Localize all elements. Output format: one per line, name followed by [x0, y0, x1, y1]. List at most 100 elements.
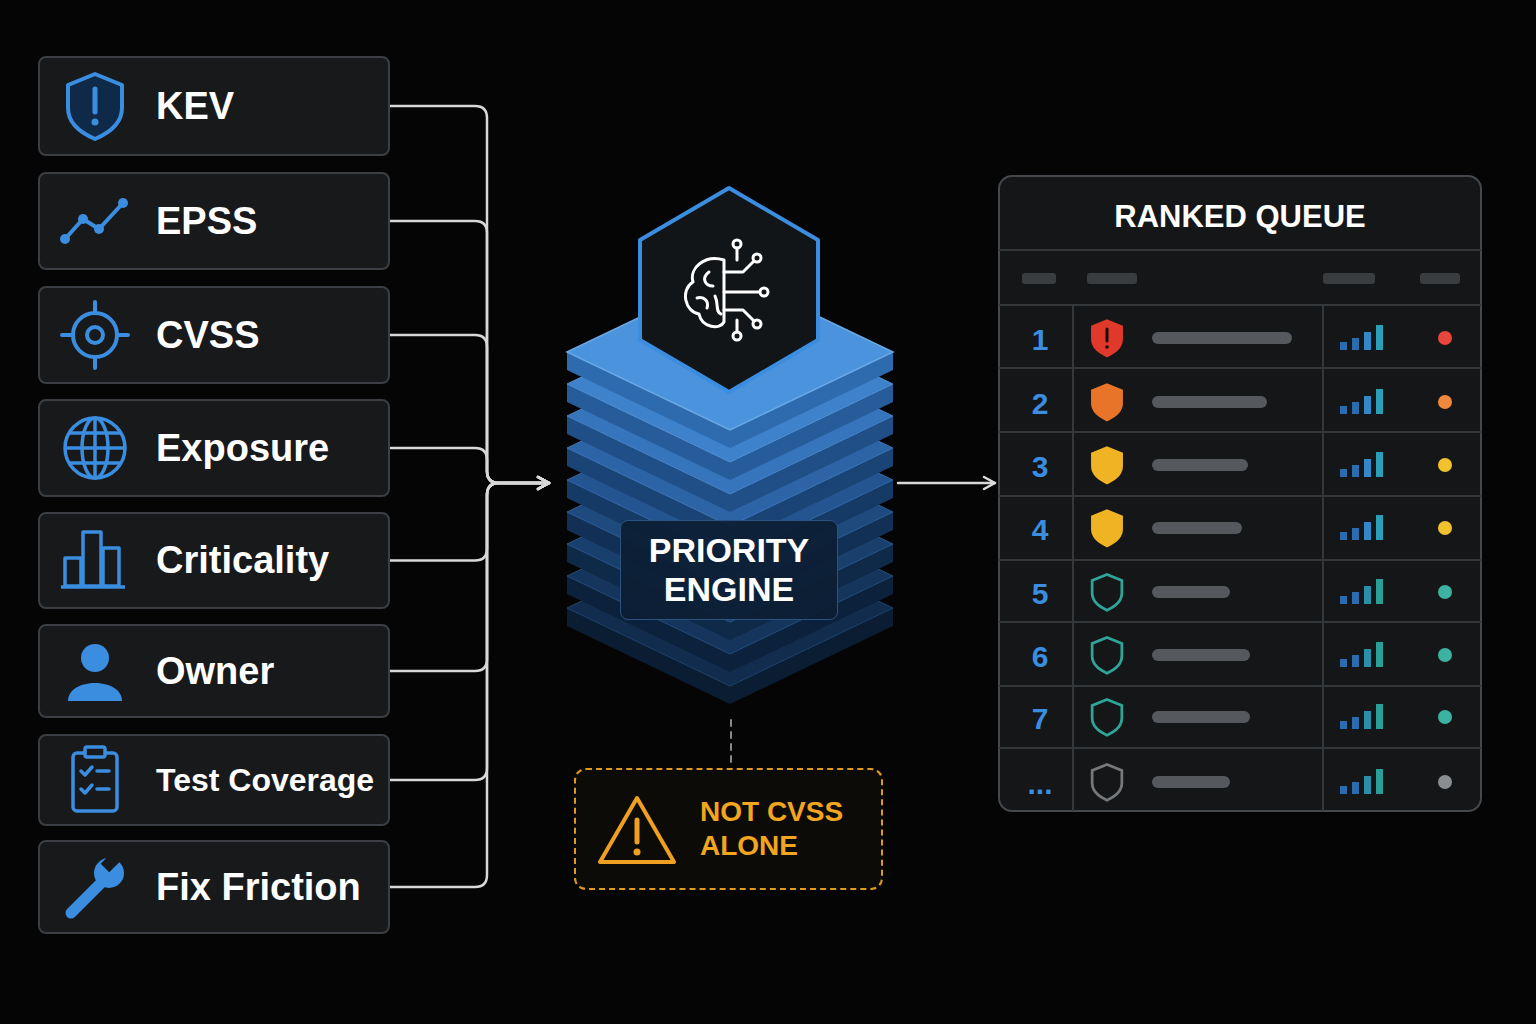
signal-bar [1352, 655, 1359, 667]
person-head [81, 644, 109, 672]
circuit-node [753, 254, 761, 262]
ranked-queue-table: RANKED QUEUE1234567... [998, 175, 1482, 812]
rank-number: 1 [1000, 322, 1080, 358]
severity-shield [1092, 637, 1122, 673]
bar-chart-icon [61, 532, 125, 587]
signal-bar [1352, 402, 1359, 414]
input-label: KEV [156, 58, 234, 154]
flow-connector [390, 483, 549, 561]
signal-bar [1340, 596, 1347, 604]
signal-bar [1340, 469, 1347, 477]
signal-bar [1376, 515, 1383, 540]
brain-circuit-icon [685, 240, 768, 340]
ai-hexagon [640, 188, 818, 392]
input-label: Owner [156, 626, 274, 716]
input-box: Fix Friction [38, 840, 390, 934]
rank-number: 5 [1000, 576, 1080, 612]
trend-dot [94, 224, 104, 234]
severity-shield [1092, 764, 1122, 800]
signal-bar [1376, 704, 1383, 729]
rank-number: ... [1000, 766, 1080, 802]
circuit-trace [736, 320, 739, 332]
signal-bar [1376, 579, 1383, 604]
input-label: Fix Friction [156, 842, 361, 932]
severity-alert [1106, 329, 1109, 341]
alert-dot [92, 119, 99, 126]
hexagon-outline [640, 188, 818, 392]
rank-number: 6 [1000, 639, 1080, 675]
flow-connector [390, 221, 549, 483]
input-box: Criticality [38, 512, 390, 609]
status-dot [1438, 331, 1452, 345]
circuit-trace [736, 248, 739, 260]
header-bar [1022, 273, 1056, 284]
target-ring [73, 313, 117, 357]
input-box: Owner [38, 624, 390, 718]
grid-line [999, 304, 1481, 306]
circuit-trace [724, 262, 753, 272]
signal-bar [1364, 649, 1371, 667]
globe-meridian [82, 418, 108, 478]
chart-bar [103, 548, 119, 586]
signal-bar [1364, 586, 1371, 604]
status-dot [1438, 521, 1452, 535]
grid-line [999, 431, 1481, 433]
grid-line [999, 621, 1481, 623]
warning-triangle [600, 798, 674, 862]
clipboard-board [73, 753, 117, 811]
signal-bar [1364, 396, 1371, 414]
wrench-notch [101, 850, 124, 873]
signal-bar [1352, 717, 1359, 729]
signal-bar [1364, 332, 1371, 350]
signal-bar [1364, 459, 1371, 477]
flow-connector [390, 483, 549, 887]
row-bar [1152, 332, 1292, 344]
signal-bar [1352, 528, 1359, 540]
severity-shield [1092, 574, 1122, 610]
rank-number: 7 [1000, 701, 1080, 737]
signal-bar [1376, 642, 1383, 667]
target-tick [93, 302, 97, 313]
warning-callout: NOT CVSS ALONE [574, 768, 883, 890]
trend-icon [60, 198, 128, 244]
signal-bar [1352, 465, 1359, 477]
shield-outline [68, 74, 122, 139]
input-box: Test Coverage [38, 734, 390, 826]
row-bar [1152, 586, 1230, 598]
grid-line [999, 559, 1481, 561]
status-dot [1438, 710, 1452, 724]
globe-meridian [93, 418, 97, 478]
target-center [87, 327, 103, 343]
input-box: CVSS [38, 286, 390, 384]
target-tick [62, 333, 73, 337]
rank-number: 4 [1000, 512, 1080, 548]
signal-bar [1352, 338, 1359, 350]
check-line [97, 787, 109, 791]
severity-shield [1092, 384, 1122, 420]
globe-outline [65, 418, 125, 478]
header-bar [1323, 273, 1375, 284]
chart-bar [65, 558, 81, 586]
person-icon [68, 644, 122, 701]
globe-parallel [69, 461, 121, 465]
flow-connector [390, 106, 549, 483]
trend-line [65, 203, 123, 239]
engine-label: PRIORITY ENGINE [620, 520, 838, 620]
row-bar [1152, 459, 1248, 471]
queue-title: RANKED QUEUE [1000, 199, 1480, 235]
queue-row [1092, 510, 1452, 546]
circuit-node [760, 288, 768, 296]
input-box: KEV [38, 56, 390, 156]
status-dot [1438, 395, 1452, 409]
signal-bar [1364, 522, 1371, 540]
circuit-trace [724, 291, 759, 294]
status-dot [1438, 585, 1452, 599]
alert-stroke [93, 89, 98, 112]
signal-bar [1340, 786, 1347, 794]
row-bar [1152, 776, 1230, 788]
queue-row [1092, 447, 1452, 483]
circuit-node [733, 332, 741, 340]
row-bar [1152, 396, 1267, 408]
signal-bar [1340, 532, 1347, 540]
clipboard-clip [85, 747, 105, 757]
